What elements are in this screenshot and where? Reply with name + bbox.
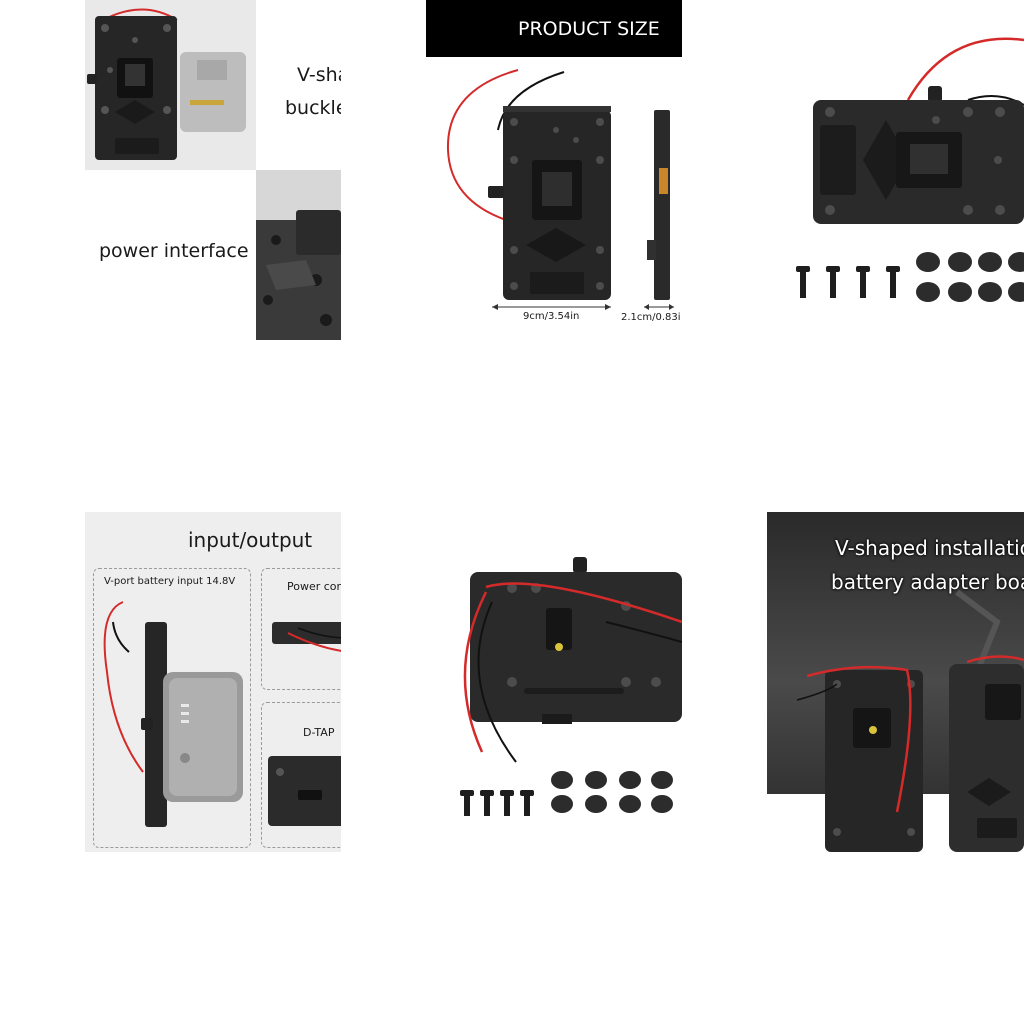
dtap-panel (261, 702, 341, 848)
vport-battery-illustration (103, 601, 243, 827)
input-output-title: input/output (188, 528, 313, 552)
feature-label-vshape: V-sha (297, 64, 341, 86)
dimension-width-label: 9cm/3.54in (523, 311, 580, 322)
product-image-tile-6[interactable]: V-shaped installatio battery adapter boa (767, 512, 1024, 852)
dtap-illustration (268, 756, 341, 826)
vport-input-panel (93, 568, 251, 848)
power-cord-panel (261, 568, 341, 690)
plate-and-accessories-illustration (796, 37, 1024, 302)
product-image-tile-5[interactable] (426, 512, 682, 852)
power-cord-label: Power cord (287, 580, 341, 593)
scene-caption-line1: V-shaped installatio (835, 536, 1024, 560)
product-image-tile-1[interactable]: V-sha buckle power interface (85, 0, 341, 340)
plate-photo-panel (85, 0, 256, 170)
product-size-illustration (446, 69, 674, 310)
power-interface-closeup (256, 170, 341, 340)
feature-label-buckle: buckle (285, 97, 341, 119)
product-image-tile-3[interactable] (768, 0, 1024, 340)
feature-label-power-interface: power interface (99, 240, 249, 262)
plate-with-battery-illustration (87, 8, 246, 160)
dimension-depth-label: 2.1cm/0.83i (621, 312, 681, 323)
scene-caption-line2: battery adapter boa (831, 570, 1024, 594)
vport-input-label: V-port battery input 14.8V (104, 576, 236, 587)
product-size-title: PRODUCT SIZE (518, 18, 660, 40)
plate-wiring-illustration (460, 557, 682, 816)
product-image-tile-2[interactable]: PRODUCT SIZE 9cm/3.54in 2.1cm/0.83i (426, 0, 682, 340)
product-image-tile-4[interactable]: input/output V-port battery input 14.8V … (85, 512, 341, 852)
power-cord-illustration (272, 622, 341, 652)
dtap-label: D-TAP (303, 726, 335, 739)
title-bar (426, 0, 682, 57)
installed-plates-illustration (796, 589, 1024, 852)
